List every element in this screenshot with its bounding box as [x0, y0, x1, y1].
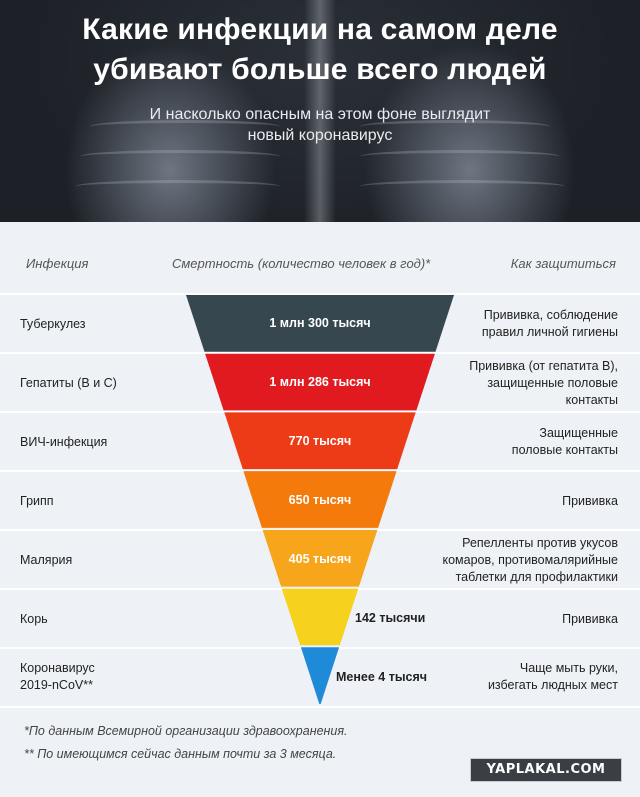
value-label-hiv: 770 тысяч: [288, 434, 352, 448]
protection-hiv: Защищенные половые контакты: [408, 425, 618, 459]
row-divider: [0, 706, 640, 708]
row-divider: [0, 411, 640, 413]
column-header-infection: Инфекция: [26, 256, 89, 271]
protection-line: избегать людных мест: [487, 678, 618, 692]
protection-line: Прививка: [562, 494, 618, 508]
funnel-segment-flu: [243, 471, 397, 528]
value-label-malaria: 405 тысяч: [288, 552, 352, 566]
infection-name-hiv: ВИЧ-инфекция: [20, 435, 108, 449]
funnel-segment-coronavirus: [300, 647, 340, 704]
value-label-flu: 650 тысяч: [288, 493, 352, 507]
footnote-who: *По данным Всемирной организации здравоо…: [24, 724, 348, 738]
infection-name-malaria: Малярия: [20, 553, 73, 567]
infection-name-line: 2019-nCoV**: [20, 678, 93, 692]
xray-rib: [75, 180, 280, 193]
value-label-hepatitis: 1 млн 286 тысяч: [269, 375, 371, 389]
infection-name-tuberculosis: Туберкулез: [20, 317, 86, 331]
value-label-coronavirus: Менее 4 тысяч: [336, 670, 428, 684]
page-subtitle: И насколько опасным на этом фоне выгляди…: [0, 104, 640, 146]
xray-rib: [360, 120, 550, 133]
row-divider: [0, 293, 640, 295]
protection-line: контакты: [565, 393, 618, 407]
funnel-segment-tuberculosis: [186, 295, 454, 352]
column-header-mortality: Смертность (количество человек в год)*: [172, 256, 431, 271]
protection-line: правил личной гигиены: [481, 325, 618, 339]
page-title: Какие инфекции на самом деле убивают бол…: [0, 10, 640, 90]
title-line-1: Какие инфекции на самом деле: [82, 13, 558, 46]
protection-line: защищенные половые: [487, 376, 618, 390]
protection-line: таблетки для профилактики: [455, 570, 618, 584]
xray-rib: [90, 120, 280, 133]
funnel-segment-measles: [281, 588, 359, 646]
header-background: [0, 0, 640, 222]
xray-spine: [304, 0, 336, 222]
funnel-segment-malaria: [262, 529, 378, 587]
infection-name-measles: Корь: [20, 612, 48, 626]
subtitle-line-2: новый коронавирус: [247, 127, 393, 144]
funnel-segment-hiv: [224, 412, 416, 470]
xray-rib: [360, 150, 560, 163]
protection-line: Репелленты против укусов: [462, 536, 618, 550]
subtitle-line-1: И насколько опасным на этом фоне выгляди…: [149, 106, 491, 123]
protection-line: Прививка (от гепатита В),: [469, 359, 618, 373]
protection-line: Чаще мыть руки,: [519, 661, 618, 675]
protection-hepatitis: Прививка (от гепатита В), защищенные пол…: [408, 358, 618, 409]
title-line-2: убивают больше всего людей: [93, 53, 547, 86]
protection-line: Прививка: [562, 612, 618, 626]
row-divider: [0, 352, 640, 354]
value-label-tuberculosis: 1 млн 300 тысяч: [269, 316, 371, 330]
infection-name-coronavirus: Коронавирус 2019-nCoV**: [20, 660, 95, 694]
protection-tuberculosis: Прививка, соблюдение правил личной гигие…: [408, 307, 618, 341]
protection-line: половые контакты: [511, 443, 618, 457]
column-header-protection: Как защититься: [510, 256, 616, 271]
xray-rib: [360, 180, 565, 193]
funnel-segment-hepatitis: [205, 353, 435, 411]
protection-line: комаров, противомалярийные: [442, 553, 618, 567]
value-label-measles: 142 тысячи: [355, 611, 426, 625]
watermark-logo: YAPLAKAL.COM: [470, 758, 622, 782]
infection-name-flu: Грипп: [20, 494, 54, 508]
row-divider: [0, 470, 640, 472]
protection-line: Защищенные: [539, 426, 618, 440]
xray-rib: [80, 150, 280, 163]
infection-name-line: Коронавирус: [20, 661, 95, 675]
footnote-period: ** По имеющимся сейчас данным почти за 3…: [24, 747, 337, 761]
protection-flu: Прививка: [408, 493, 618, 510]
protection-coronavirus: Чаще мыть руки, избегать людных мест: [408, 660, 618, 694]
infection-name-hepatitis: Гепатиты (В и С): [20, 376, 117, 390]
protection-measles: Прививка: [408, 611, 618, 628]
protection-line: Прививка, соблюдение: [483, 308, 618, 322]
protection-malaria: Репелленты против укусов комаров, против…: [408, 535, 618, 586]
